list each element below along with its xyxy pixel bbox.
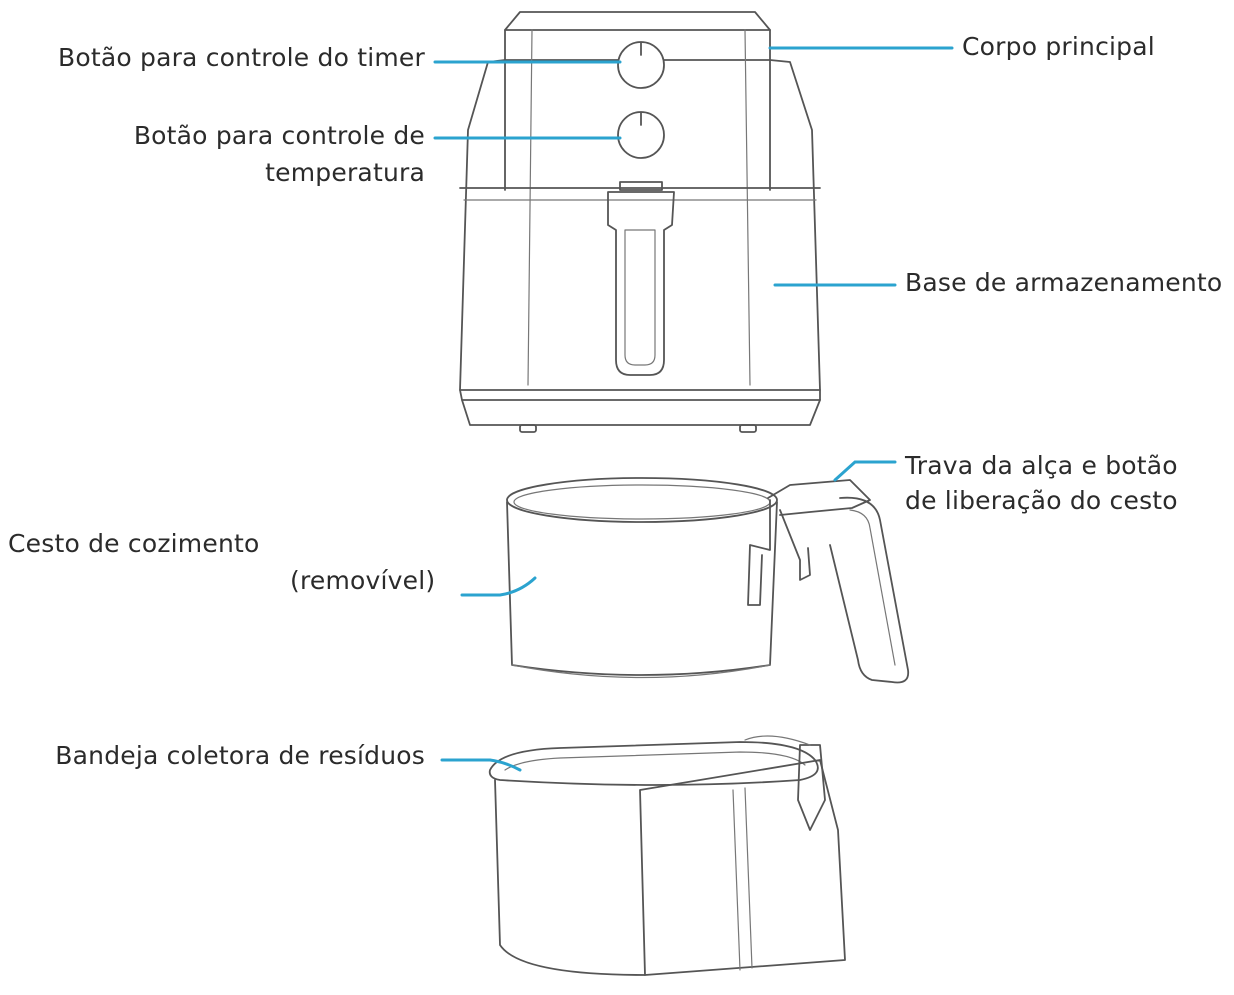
label-basket-line1: Cesto de cozimento [8,529,260,558]
leader-basket [460,576,537,597]
leader-handle-lock [833,460,897,482]
label-temperature-knob-line1: Botão para controle de [133,121,425,150]
air-fryer-main-unit [459,11,821,433]
timer-knob [617,41,665,89]
drawer-handle [607,181,675,376]
label-drip-tray: Bandeja coletora de resíduos [55,741,425,770]
drip-tray [488,735,846,976]
label-temperature-knob-line2: temperatura [265,158,425,187]
label-main-body: Corpo principal [962,32,1155,61]
label-handle-lock-line1: Trava da alça e botão [905,451,1178,480]
temperature-knob [617,111,665,159]
leader-lines [433,46,954,772]
label-basket-line2: (removível) [290,566,436,595]
label-timer-knob: Botão para controle do timer [57,43,425,72]
cooking-basket [506,477,910,684]
label-handle-lock-line2: de liberação do cesto [905,486,1178,515]
label-storage-base: Base de armazenamento [905,268,1223,297]
leader-drip-tray [440,758,522,772]
